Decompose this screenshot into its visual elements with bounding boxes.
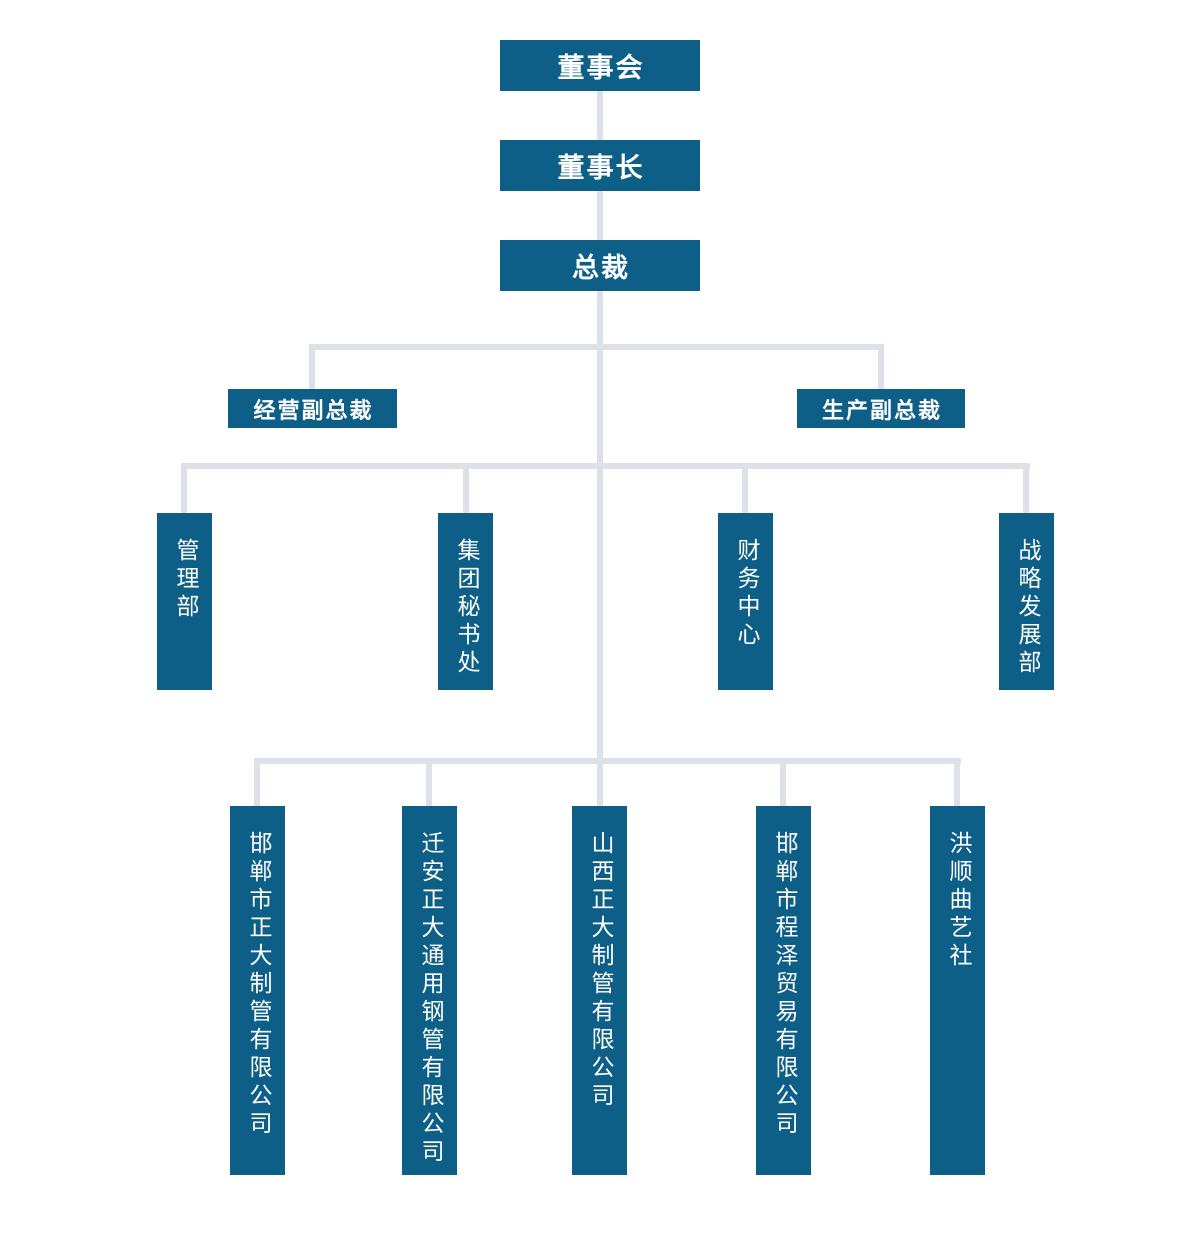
node-dept-group-secretariat: 集团秘书处: [438, 513, 493, 690]
connector-chairman-president: [597, 191, 603, 240]
node-board-of-directors: 董事会: [500, 40, 700, 91]
connector-stub-dept-management: [181, 463, 187, 513]
node-subsidiary-qianan-zhengda-steel-pipe: 迁安正大通用钢管有限公司: [402, 806, 457, 1175]
connector-stub-subsidiary-5: [954, 758, 960, 806]
node-subsidiary-handan-chengze-trading-label: 邯郸市程泽贸易有限公司: [771, 831, 797, 1139]
node-subsidiary-handan-zhengda-pipe: 邯郸市正大制管有限公司: [230, 806, 285, 1175]
node-dept-management: 管理部: [157, 513, 212, 690]
node-subsidiary-handan-zhengda-pipe-label: 邯郸市正大制管有限公司: [245, 831, 271, 1139]
node-subsidiary-handan-chengze-trading: 邯郸市程泽贸易有限公司: [756, 806, 811, 1175]
node-vp-operations: 经营副总裁: [228, 389, 397, 428]
connector-stub-subsidiary-4: [780, 758, 786, 806]
connector-board-chairman: [597, 91, 603, 140]
connector-stub-subsidiary-1: [254, 758, 260, 806]
connector-level3-horizontal: [254, 758, 961, 764]
connector-stub-vp-production: [878, 344, 884, 389]
connector-stub-subsidiary-3: [597, 758, 603, 806]
node-dept-strategic-development: 战略发展部: [999, 513, 1054, 690]
node-subsidiary-qianan-zhengda-steel-pipe-label: 迁安正大通用钢管有限公司: [417, 831, 443, 1167]
node-subsidiary-hongshun-quyi-club: 洪顺曲艺社: [930, 806, 985, 1175]
node-dept-finance-center-label: 财务中心: [733, 538, 759, 650]
connector-stub-dept-strategy: [1023, 463, 1029, 513]
node-vp-production: 生产副总裁: [797, 389, 965, 428]
connector-stub-subsidiary-2: [426, 758, 432, 806]
connector-level1-horizontal: [309, 344, 884, 350]
node-dept-management-label: 管理部: [172, 538, 198, 622]
node-chairman: 董事长: [500, 140, 700, 191]
connector-stub-vp-operations: [309, 344, 315, 389]
node-dept-strategic-development-label: 战略发展部: [1014, 538, 1040, 678]
node-president: 总裁: [500, 240, 700, 291]
node-subsidiary-hongshun-quyi-club-label: 洪顺曲艺社: [945, 831, 971, 971]
node-dept-finance-center: 财务中心: [718, 513, 773, 690]
connector-central-spine: [597, 291, 603, 764]
node-subsidiary-shanxi-zhengda-pipe-label: 山西正大制管有限公司: [587, 831, 613, 1111]
connector-stub-dept-finance: [742, 463, 748, 513]
connector-level2-horizontal: [181, 463, 1030, 469]
connector-stub-dept-secretariat: [463, 463, 469, 513]
node-dept-group-secretariat-label: 集团秘书处: [453, 538, 479, 678]
node-subsidiary-shanxi-zhengda-pipe: 山西正大制管有限公司: [572, 806, 627, 1175]
